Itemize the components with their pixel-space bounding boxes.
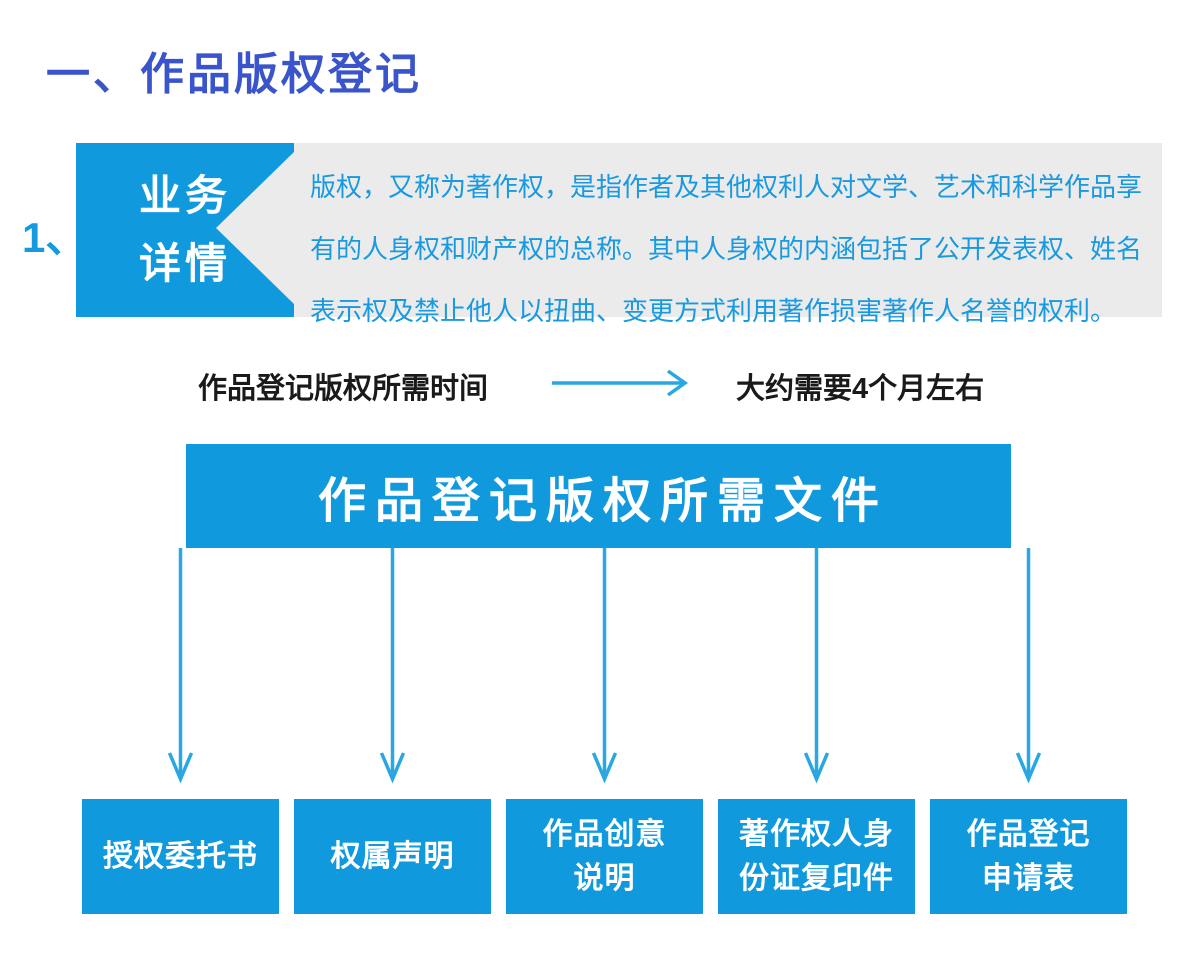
down-arrows-group [167,548,1042,784]
right-arrow-icon [552,369,689,397]
timeline-label: 作品登记版权所需时间 [198,373,489,405]
documents-header-banner: 作品登记版权所需文件 [186,444,1011,548]
document-box-label: 授权委托书 [103,839,258,873]
right-arrow-head [666,369,689,397]
down-arrow-icon [803,548,830,784]
down-arrow-icon [1015,548,1042,784]
document-box: 作品登记 申请表 [930,799,1127,914]
business-detail-label: 业务 详情 [138,171,231,287]
down-arrow-icon [379,548,406,784]
document-boxes-row: 授权委托书 权属声明 作品创意 说明 著作权人身 份证复印件 作品登记 申请表 [82,799,1127,914]
document-box: 授权委托书 [82,799,279,914]
document-box: 著作权人身 份证复印件 [718,799,915,914]
document-box-label: 著作权人身 份证复印件 [739,818,894,895]
document-box-label: 权属声明 [330,839,455,873]
down-arrow-icon [591,548,618,784]
business-description-text: 版权，又称为著作权，是指作者及其他权利人对文学、艺术和科学作品享 有的人身权和财… [310,172,1143,326]
timeline-value: 大约需要4个月左右 [736,373,985,405]
page-title: 一、作品版权登记 [46,50,422,99]
document-box: 作品创意 说明 [506,799,703,914]
document-box: 权属声明 [294,799,491,914]
document-box-label: 作品创意 说明 [542,818,667,895]
business-description-panel [294,143,1162,317]
document-box-label: 作品登记 申请表 [966,818,1091,895]
left-notch-shape [216,151,295,305]
down-arrow-icon [167,548,194,784]
documents-header-text: 作品登记版权所需文件 [317,475,888,528]
